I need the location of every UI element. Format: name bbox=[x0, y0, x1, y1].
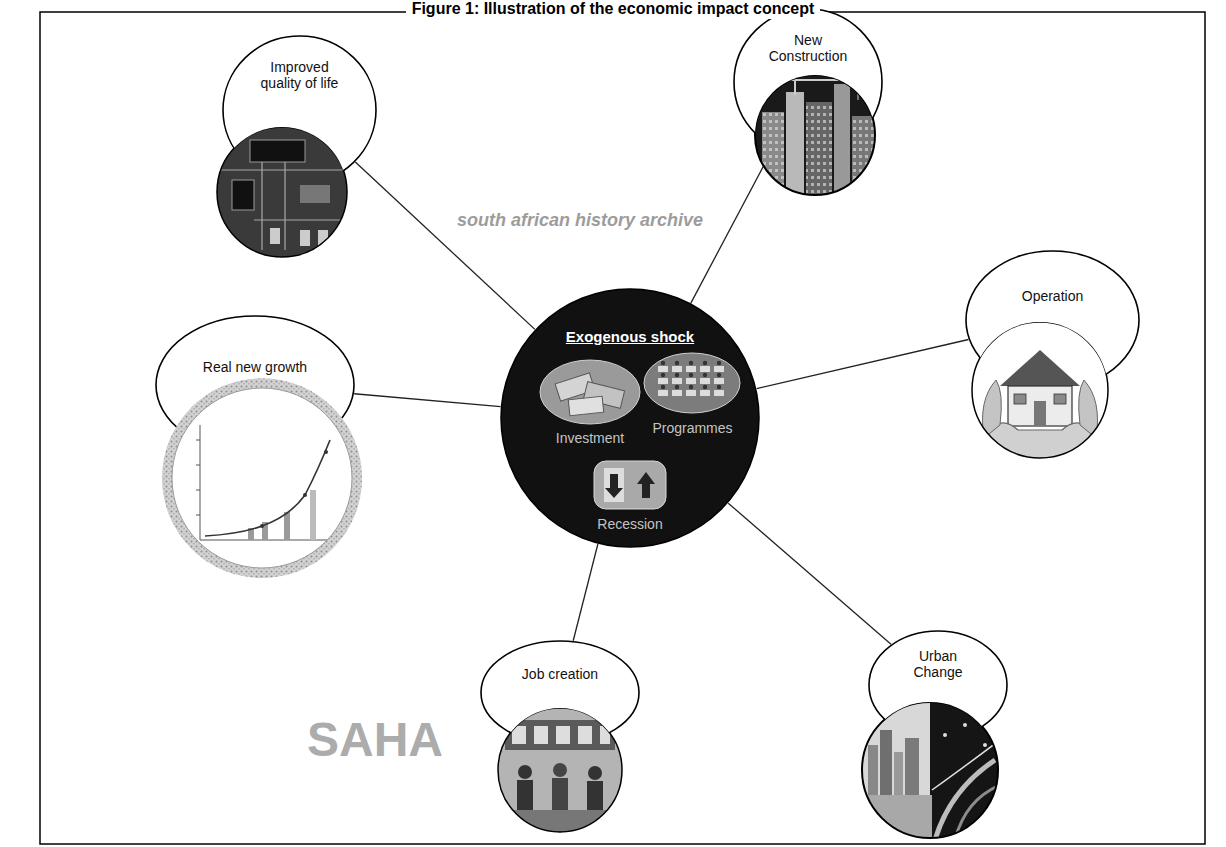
desk bbox=[658, 378, 668, 384]
spoke-line bbox=[757, 339, 969, 388]
person bbox=[689, 361, 693, 365]
person bbox=[717, 385, 721, 389]
impact-circle: Urban Change bbox=[868, 630, 1008, 740]
person bbox=[703, 385, 707, 389]
person bbox=[661, 361, 665, 365]
impact-label: Real new growth bbox=[180, 359, 330, 375]
desk bbox=[672, 378, 682, 384]
impact-circle: Improved quality of life bbox=[222, 35, 377, 185]
down-arrow bbox=[605, 474, 623, 498]
node-outline bbox=[733, 8, 883, 156]
node-outline bbox=[155, 315, 355, 455]
shock-part-label: Programmes bbox=[640, 420, 745, 436]
spoke-line bbox=[573, 544, 598, 641]
watermark-text: SAHA bbox=[290, 712, 460, 767]
node-outline bbox=[965, 250, 1140, 390]
desk bbox=[658, 366, 668, 372]
up-arrow bbox=[637, 472, 655, 498]
desk bbox=[658, 390, 668, 396]
label-ellipse bbox=[734, 9, 882, 155]
investment-bubble: Investment bbox=[535, 356, 645, 456]
recession-bubble: Recession bbox=[580, 458, 680, 538]
desk bbox=[714, 390, 724, 396]
spoke-line bbox=[354, 394, 500, 407]
shock-circle: Exogenous shockInvestmentProgrammesReces… bbox=[500, 288, 760, 548]
desk bbox=[672, 366, 682, 372]
label-ellipse bbox=[481, 641, 639, 744]
watermark-text: south african history archive bbox=[430, 210, 730, 231]
programmes-bubble: Programmes bbox=[640, 350, 745, 450]
impact-circle: New Construction bbox=[733, 8, 883, 156]
node-outline bbox=[868, 630, 1008, 740]
person bbox=[675, 385, 679, 389]
door bbox=[604, 468, 624, 502]
person bbox=[675, 361, 679, 365]
impact-label: Operation bbox=[988, 288, 1118, 304]
label-ellipse bbox=[223, 36, 376, 184]
person bbox=[717, 361, 721, 365]
recession-picture bbox=[594, 461, 666, 509]
person bbox=[717, 373, 721, 377]
shock-disc bbox=[501, 289, 759, 547]
label-ellipse bbox=[156, 316, 354, 454]
shock-part-label: Investment bbox=[535, 430, 645, 446]
desk bbox=[700, 366, 710, 372]
person bbox=[703, 373, 707, 377]
person bbox=[675, 373, 679, 377]
figure-title: Figure 1: Illustration of the economic i… bbox=[313, 0, 913, 18]
impact-label: Improved quality of life bbox=[250, 59, 350, 91]
impact-label: Job creation bbox=[495, 666, 625, 682]
desk bbox=[700, 390, 710, 396]
desk bbox=[686, 366, 696, 372]
desk bbox=[672, 390, 682, 396]
person bbox=[689, 385, 693, 389]
figure-frame bbox=[40, 12, 1205, 844]
classroom-picture bbox=[644, 353, 740, 413]
inner-picture bbox=[644, 353, 740, 413]
node-outline bbox=[222, 35, 377, 185]
spoke-line bbox=[355, 162, 535, 329]
inner-picture bbox=[594, 461, 666, 509]
person bbox=[689, 373, 693, 377]
desk bbox=[700, 378, 710, 384]
inner-picture bbox=[540, 360, 640, 424]
label-ellipse bbox=[869, 631, 1007, 739]
impact-circle: Job creation bbox=[480, 640, 640, 745]
desk bbox=[686, 378, 696, 384]
person bbox=[703, 361, 707, 365]
impact-label: New Construction bbox=[758, 32, 858, 64]
impact-label: Urban Change bbox=[902, 648, 974, 680]
shock-heading: Exogenous shock bbox=[530, 328, 730, 345]
label-ellipse bbox=[966, 251, 1139, 389]
person bbox=[661, 373, 665, 377]
impact-circle: Operation bbox=[965, 250, 1140, 390]
desk bbox=[686, 390, 696, 396]
desk bbox=[714, 378, 724, 384]
node-outline bbox=[480, 640, 640, 745]
impact-circle: Real new growth bbox=[155, 315, 355, 455]
money-picture bbox=[540, 360, 640, 424]
shock-part-label: Recession bbox=[580, 516, 680, 532]
person bbox=[661, 385, 665, 389]
spoke-line bbox=[728, 503, 891, 644]
desk bbox=[714, 366, 724, 372]
banknote bbox=[568, 396, 603, 415]
